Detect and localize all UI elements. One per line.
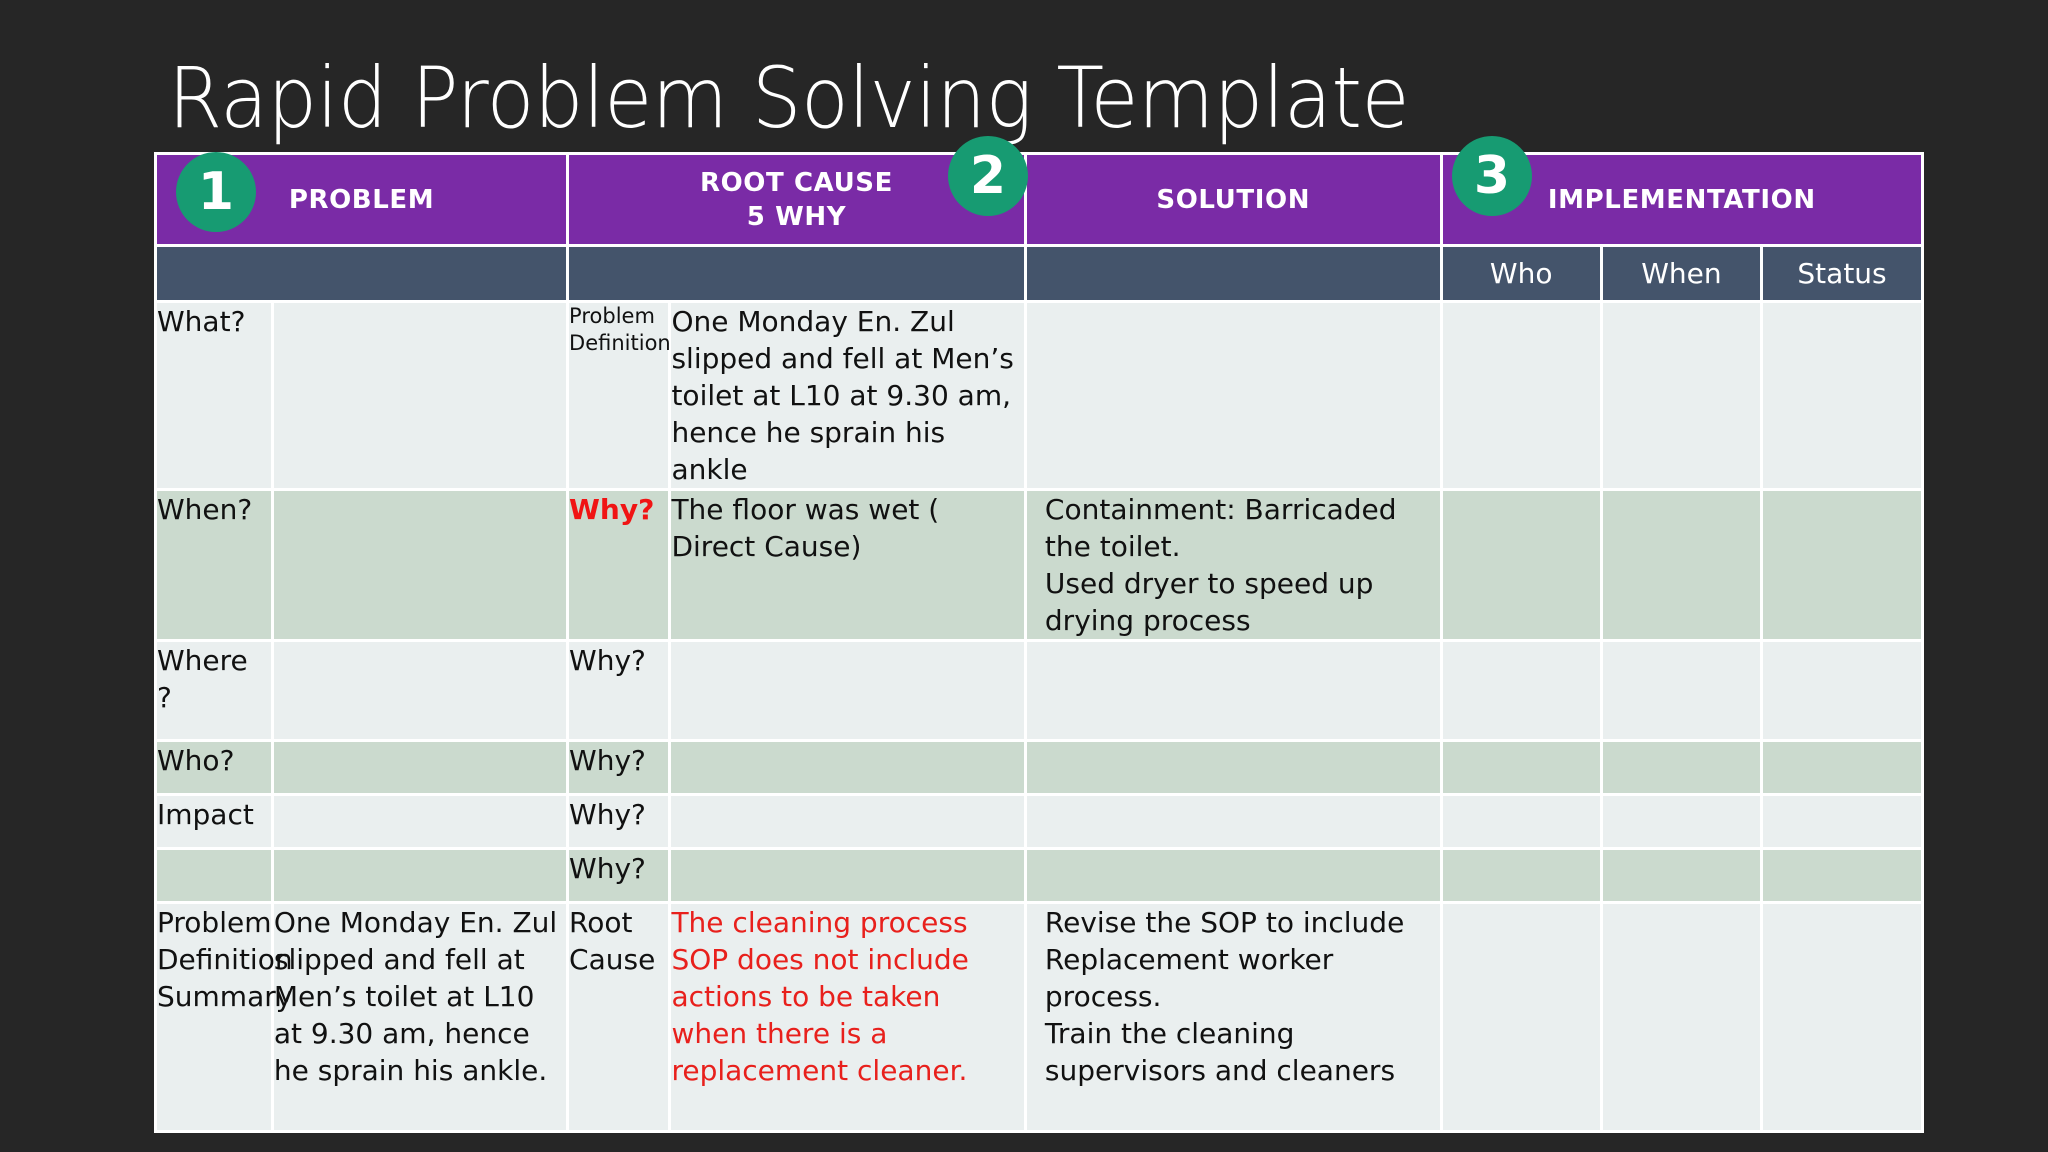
cell-why-text[interactable]: The floor was wet ( Direct Cause) <box>671 491 1027 642</box>
cell-problem-detail[interactable]: One Monday En. Zul slipped and fell at M… <box>273 904 570 1130</box>
cell-question[interactable]: Where ? <box>157 642 274 742</box>
cell-why-label[interactable]: Why? <box>569 850 672 904</box>
cell-who[interactable] <box>1442 796 1603 850</box>
cell-when[interactable] <box>1602 850 1764 904</box>
header-solution: SOLUTION <box>1026 155 1443 247</box>
table-row: Problem Definition Summary One Monday En… <box>157 904 1921 1130</box>
table-row: Where ? Why? <box>157 642 1921 742</box>
cell-why-text[interactable]: The cleaning process SOP does not includ… <box>671 904 1027 1130</box>
subheader-solution-blank <box>1026 247 1443 303</box>
cell-why-text[interactable] <box>671 642 1027 742</box>
header-root-cause-line2: 5 WHY <box>746 201 847 232</box>
cell-status[interactable] <box>1763 796 1921 850</box>
rapid-problem-solving-table: PROBLEM ROOT CAUSE 5 WHY SOLUTION IMPLEM… <box>157 155 1921 1130</box>
cell-why-text[interactable] <box>671 796 1027 850</box>
cell-status[interactable] <box>1763 642 1921 742</box>
cell-why-text[interactable] <box>671 742 1027 796</box>
cell-who[interactable] <box>1442 491 1603 642</box>
cell-status[interactable] <box>1763 904 1921 1130</box>
cell-status[interactable] <box>1763 303 1921 491</box>
cell-problem-detail[interactable] <box>273 491 570 642</box>
rps-table-container: PROBLEM ROOT CAUSE 5 WHY SOLUTION IMPLEM… <box>154 152 1924 1133</box>
cell-when[interactable] <box>1602 303 1764 491</box>
cell-question[interactable]: When? <box>157 491 274 642</box>
cell-problem-detail[interactable] <box>273 642 570 742</box>
cell-problem-detail[interactable] <box>273 796 570 850</box>
subheader-problem-blank <box>157 247 570 303</box>
table-row: What? Problem Definition One Monday En. … <box>157 303 1921 491</box>
cell-status[interactable] <box>1763 742 1921 796</box>
cell-who[interactable] <box>1442 303 1603 491</box>
subheader-status: Status <box>1763 247 1921 303</box>
cell-why-text[interactable]: One Monday En. Zul slipped and fell at M… <box>671 303 1027 491</box>
table-row: Who? Why? <box>157 742 1921 796</box>
cell-solution[interactable] <box>1026 642 1443 742</box>
cell-solution[interactable]: Containment: Barricaded the toilet. Used… <box>1026 491 1443 642</box>
cell-problem-detail[interactable] <box>273 303 570 491</box>
step-badge-3: 3 <box>1452 136 1532 216</box>
cell-why-label[interactable]: Why? <box>569 642 672 742</box>
page-title: Rapid Problem Solving Template <box>168 49 1410 147</box>
cell-who[interactable] <box>1442 850 1603 904</box>
subheader-root-cause-blank <box>569 247 1027 303</box>
cell-question[interactable]: Problem Definition Summary <box>157 904 293 1130</box>
cell-when[interactable] <box>1602 742 1764 796</box>
cell-solution[interactable] <box>1026 303 1443 491</box>
cell-when[interactable] <box>1602 642 1764 742</box>
table-subheader-row: Who When Status <box>157 247 1921 303</box>
cell-status[interactable] <box>1763 491 1921 642</box>
cell-why-label[interactable]: Problem Definition <box>569 303 672 491</box>
header-root-cause-line1: ROOT CAUSE <box>699 167 893 198</box>
cell-why-text[interactable] <box>671 850 1027 904</box>
subheader-when: When <box>1602 247 1764 303</box>
cell-when[interactable] <box>1602 796 1764 850</box>
cell-when[interactable] <box>1602 491 1764 642</box>
cell-why-label[interactable]: Root Cause <box>569 904 672 1130</box>
cell-when[interactable] <box>1602 904 1764 1130</box>
cell-question[interactable]: Who? <box>157 742 274 796</box>
cell-question[interactable] <box>157 850 274 904</box>
cell-who[interactable] <box>1442 642 1603 742</box>
step-badge-1: 1 <box>176 152 256 232</box>
cell-solution[interactable] <box>1026 742 1443 796</box>
table-row: Impact Why? <box>157 796 1921 850</box>
cell-question[interactable]: Impact <box>157 796 274 850</box>
table-header-row: PROBLEM ROOT CAUSE 5 WHY SOLUTION IMPLEM… <box>157 155 1921 247</box>
table-row: When? Why? The floor was wet ( Direct Ca… <box>157 491 1921 642</box>
cell-why-label[interactable]: Why? <box>569 742 672 796</box>
cell-why-label[interactable]: Why? <box>569 491 672 642</box>
cell-who[interactable] <box>1442 742 1603 796</box>
cell-problem-detail[interactable] <box>273 742 570 796</box>
cell-solution[interactable]: Revise the SOP to include Replacement wo… <box>1026 904 1443 1130</box>
step-badge-2: 2 <box>948 136 1028 216</box>
subheader-who: Who <box>1442 247 1603 303</box>
cell-solution[interactable] <box>1026 850 1443 904</box>
cell-problem-detail[interactable] <box>273 850 570 904</box>
cell-solution[interactable] <box>1026 796 1443 850</box>
cell-who[interactable] <box>1442 904 1603 1130</box>
cell-status[interactable] <box>1763 850 1921 904</box>
cell-why-label[interactable]: Why? <box>569 796 672 850</box>
cell-question[interactable]: What? <box>157 303 274 491</box>
table-row: Why? <box>157 850 1921 904</box>
